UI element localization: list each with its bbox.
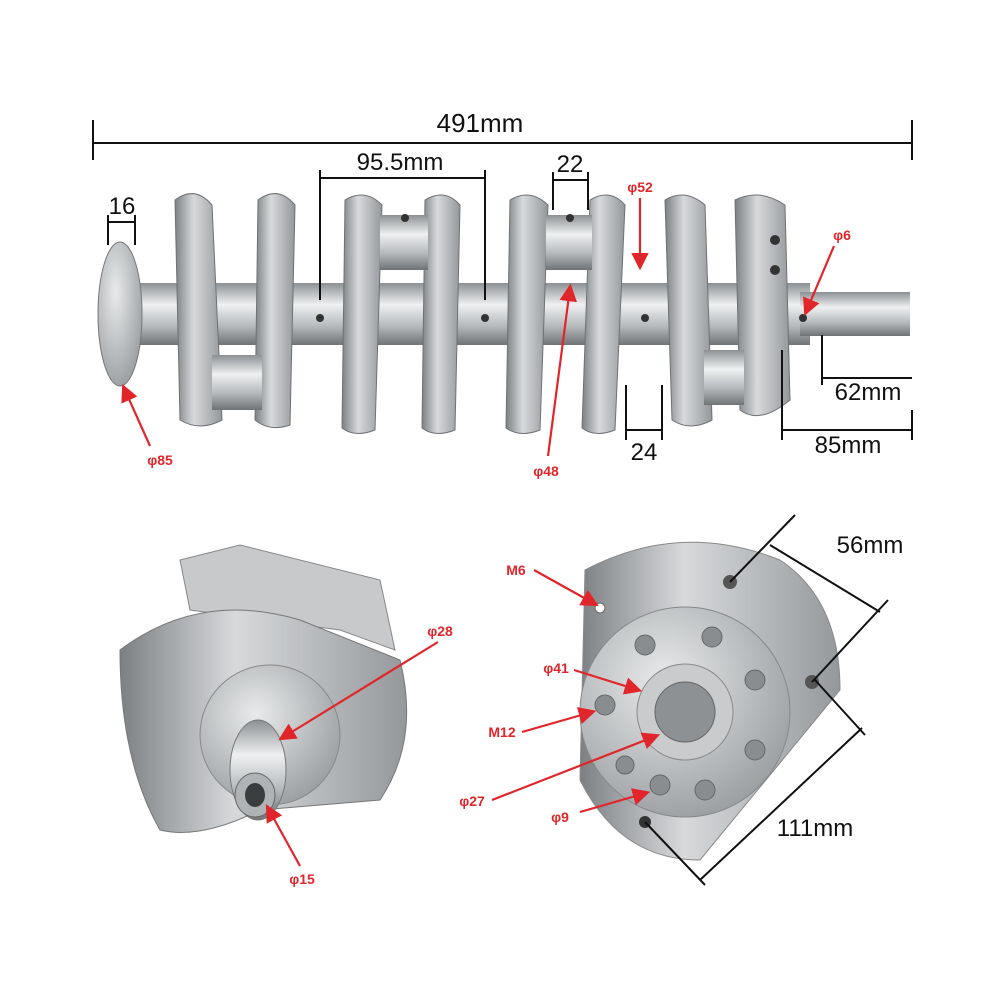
flange-diameter-label: φ85 — [147, 452, 173, 468]
snout — [800, 292, 910, 336]
main-journal-diameter-label: φ52 — [627, 179, 653, 195]
dimension-lines-top — [92, 120, 913, 440]
bore-inner-label: φ15 — [289, 871, 315, 887]
bore-outer-label: φ28 — [427, 623, 453, 639]
crank-pins — [212, 215, 744, 410]
pin-width-label: 22 — [557, 151, 584, 178]
oil-hole-arrow — [803, 245, 836, 317]
flange-bolt-holes — [594, 626, 766, 801]
m12-thread-label: M12 — [488, 724, 515, 740]
crankshaft-front-end-view — [119, 544, 408, 833]
hole-arrow — [579, 788, 651, 814]
crankshaft-side-view — [97, 193, 910, 434]
overall-length-label: 491mm — [437, 108, 524, 138]
flange-width-label: 16 — [109, 193, 136, 220]
journal-width-label: 24 — [631, 439, 658, 466]
flange — [97, 241, 143, 387]
m12-arrow — [521, 707, 597, 734]
oil-holes — [316, 214, 807, 322]
flange-arrow — [121, 383, 152, 447]
center-bore-arrow — [491, 732, 661, 802]
hole-spacing-label: 56mm — [837, 532, 904, 559]
hub-arrow — [573, 668, 643, 695]
flange-outer-diameter-label: 111mm — [777, 815, 853, 842]
bore-inner-arrow — [265, 804, 301, 867]
hub-diameter-label: φ41 — [543, 660, 569, 676]
dimension-lines-flange — [644, 514, 889, 886]
oil-hole-diameter-label: φ6 — [833, 227, 851, 243]
bore-outer-arrow — [278, 641, 439, 741]
snout-length-label: 62mm — [835, 379, 902, 406]
hole-diameter-label: φ9 — [551, 809, 569, 825]
m6-arrow — [533, 569, 599, 607]
journal-spacing-label: 95.5mm — [357, 149, 444, 176]
crank-webs — [174, 193, 791, 434]
pin-diameter-label: φ48 — [533, 463, 559, 479]
center-bore-label: φ27 — [459, 793, 485, 809]
pin-arrow — [546, 283, 578, 457]
crankshaft-flange-end-view — [579, 541, 841, 861]
m6-thread-label: M6 — [506, 562, 526, 578]
rear-length-label: 85mm — [815, 432, 882, 459]
